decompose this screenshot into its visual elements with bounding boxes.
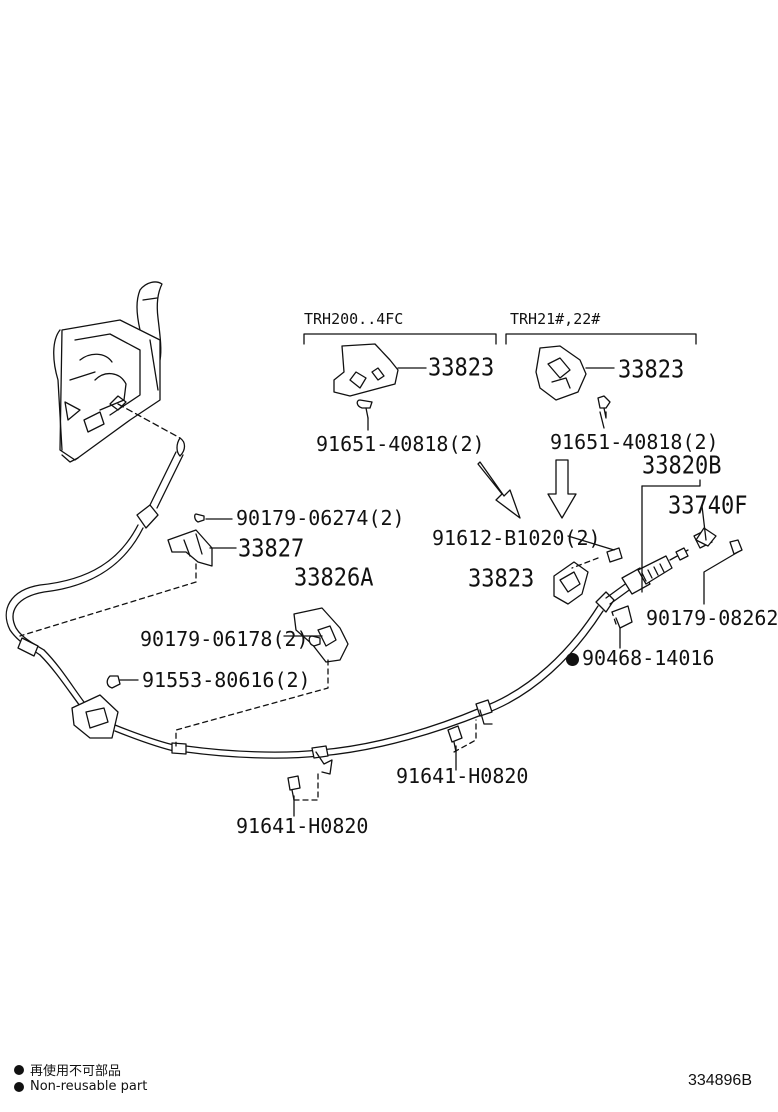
part-label-bolt-right[interactable]: 91651-40818(2): [550, 430, 719, 454]
bracket-33826A: [293, 607, 349, 663]
leader: [117, 403, 181, 439]
control-cable: [5, 437, 689, 759]
legend-line-japanese: 再使用不可部品: [14, 1060, 121, 1079]
clamp-33827: [167, 513, 213, 567]
arrow-to-lower-bracket-left: [477, 461, 521, 519]
part-label-clamp[interactable]: 33827: [238, 534, 305, 564]
part-label-bracket-common[interactable]: 33823: [468, 564, 535, 594]
retainer-33740F: [693, 527, 717, 549]
part-label-bolt-clamp-right[interactable]: 91641-H0820: [396, 764, 529, 788]
part-label-nut-mid[interactable]: 90179-06178(2): [140, 627, 309, 651]
part-label-bolt-clamp-left[interactable]: 91641-H0820: [236, 814, 369, 838]
variant-label-right: TRH21#,22#: [510, 310, 601, 328]
part-label-bolt-left[interactable]: 91651-40818(2): [316, 432, 485, 456]
part-label-bolt-shifter[interactable]: 91553-80616(2): [142, 668, 311, 692]
part-label-bolt-bracket[interactable]: 91612-B1020(2): [432, 526, 601, 550]
bracket-33823-right: [535, 345, 611, 419]
variant-label-left: TRH200..4FC: [304, 310, 404, 328]
part-label-bracket-right[interactable]: 33823: [618, 355, 685, 385]
legend-line-english: Non-reusable part: [14, 1079, 147, 1094]
part-label-bracket-left[interactable]: 33823: [428, 353, 495, 383]
non-reusable-legend-icon: [14, 1064, 24, 1075]
part-label-retainer[interactable]: 33740F: [668, 491, 748, 521]
part-label-bracket-mid[interactable]: 33826A: [294, 563, 374, 593]
legend-text-english: Non-reusable part: [30, 1079, 148, 1094]
diagram-code: 334896B: [687, 1072, 752, 1089]
diagram-artwork: [5, 281, 743, 817]
part-label-clip-upper[interactable]: 90179-06274(2): [236, 506, 405, 530]
non-reusable-marker-icon: [566, 653, 579, 666]
legend-text-japanese: 再使用不可部品: [30, 1064, 122, 1079]
bracket-33823-lower: [553, 547, 623, 605]
variant-brackets: [303, 333, 697, 345]
dashed-leaders: [19, 411, 617, 801]
non-reusable-legend-icon: [14, 1081, 24, 1092]
part-label-cable-assy[interactable]: 33820B: [642, 451, 722, 481]
part-label-clip-nonreusable-text: 90468-14016: [582, 646, 715, 670]
shift-lever-assembly: [53, 281, 163, 463]
arrow-to-lower-bracket-right: [547, 459, 577, 519]
part-label-clip-nonreusable[interactable]: 90468-14016: [566, 648, 714, 668]
leader-lines: [119, 367, 739, 817]
parts-diagram: TRH200..4FC TRH21#,22# 33823 91651-40818…: [5, 281, 778, 1094]
part-label-nut-end[interactable]: 90179-08262: [646, 606, 778, 630]
bracket-33823-left: [333, 343, 399, 419]
